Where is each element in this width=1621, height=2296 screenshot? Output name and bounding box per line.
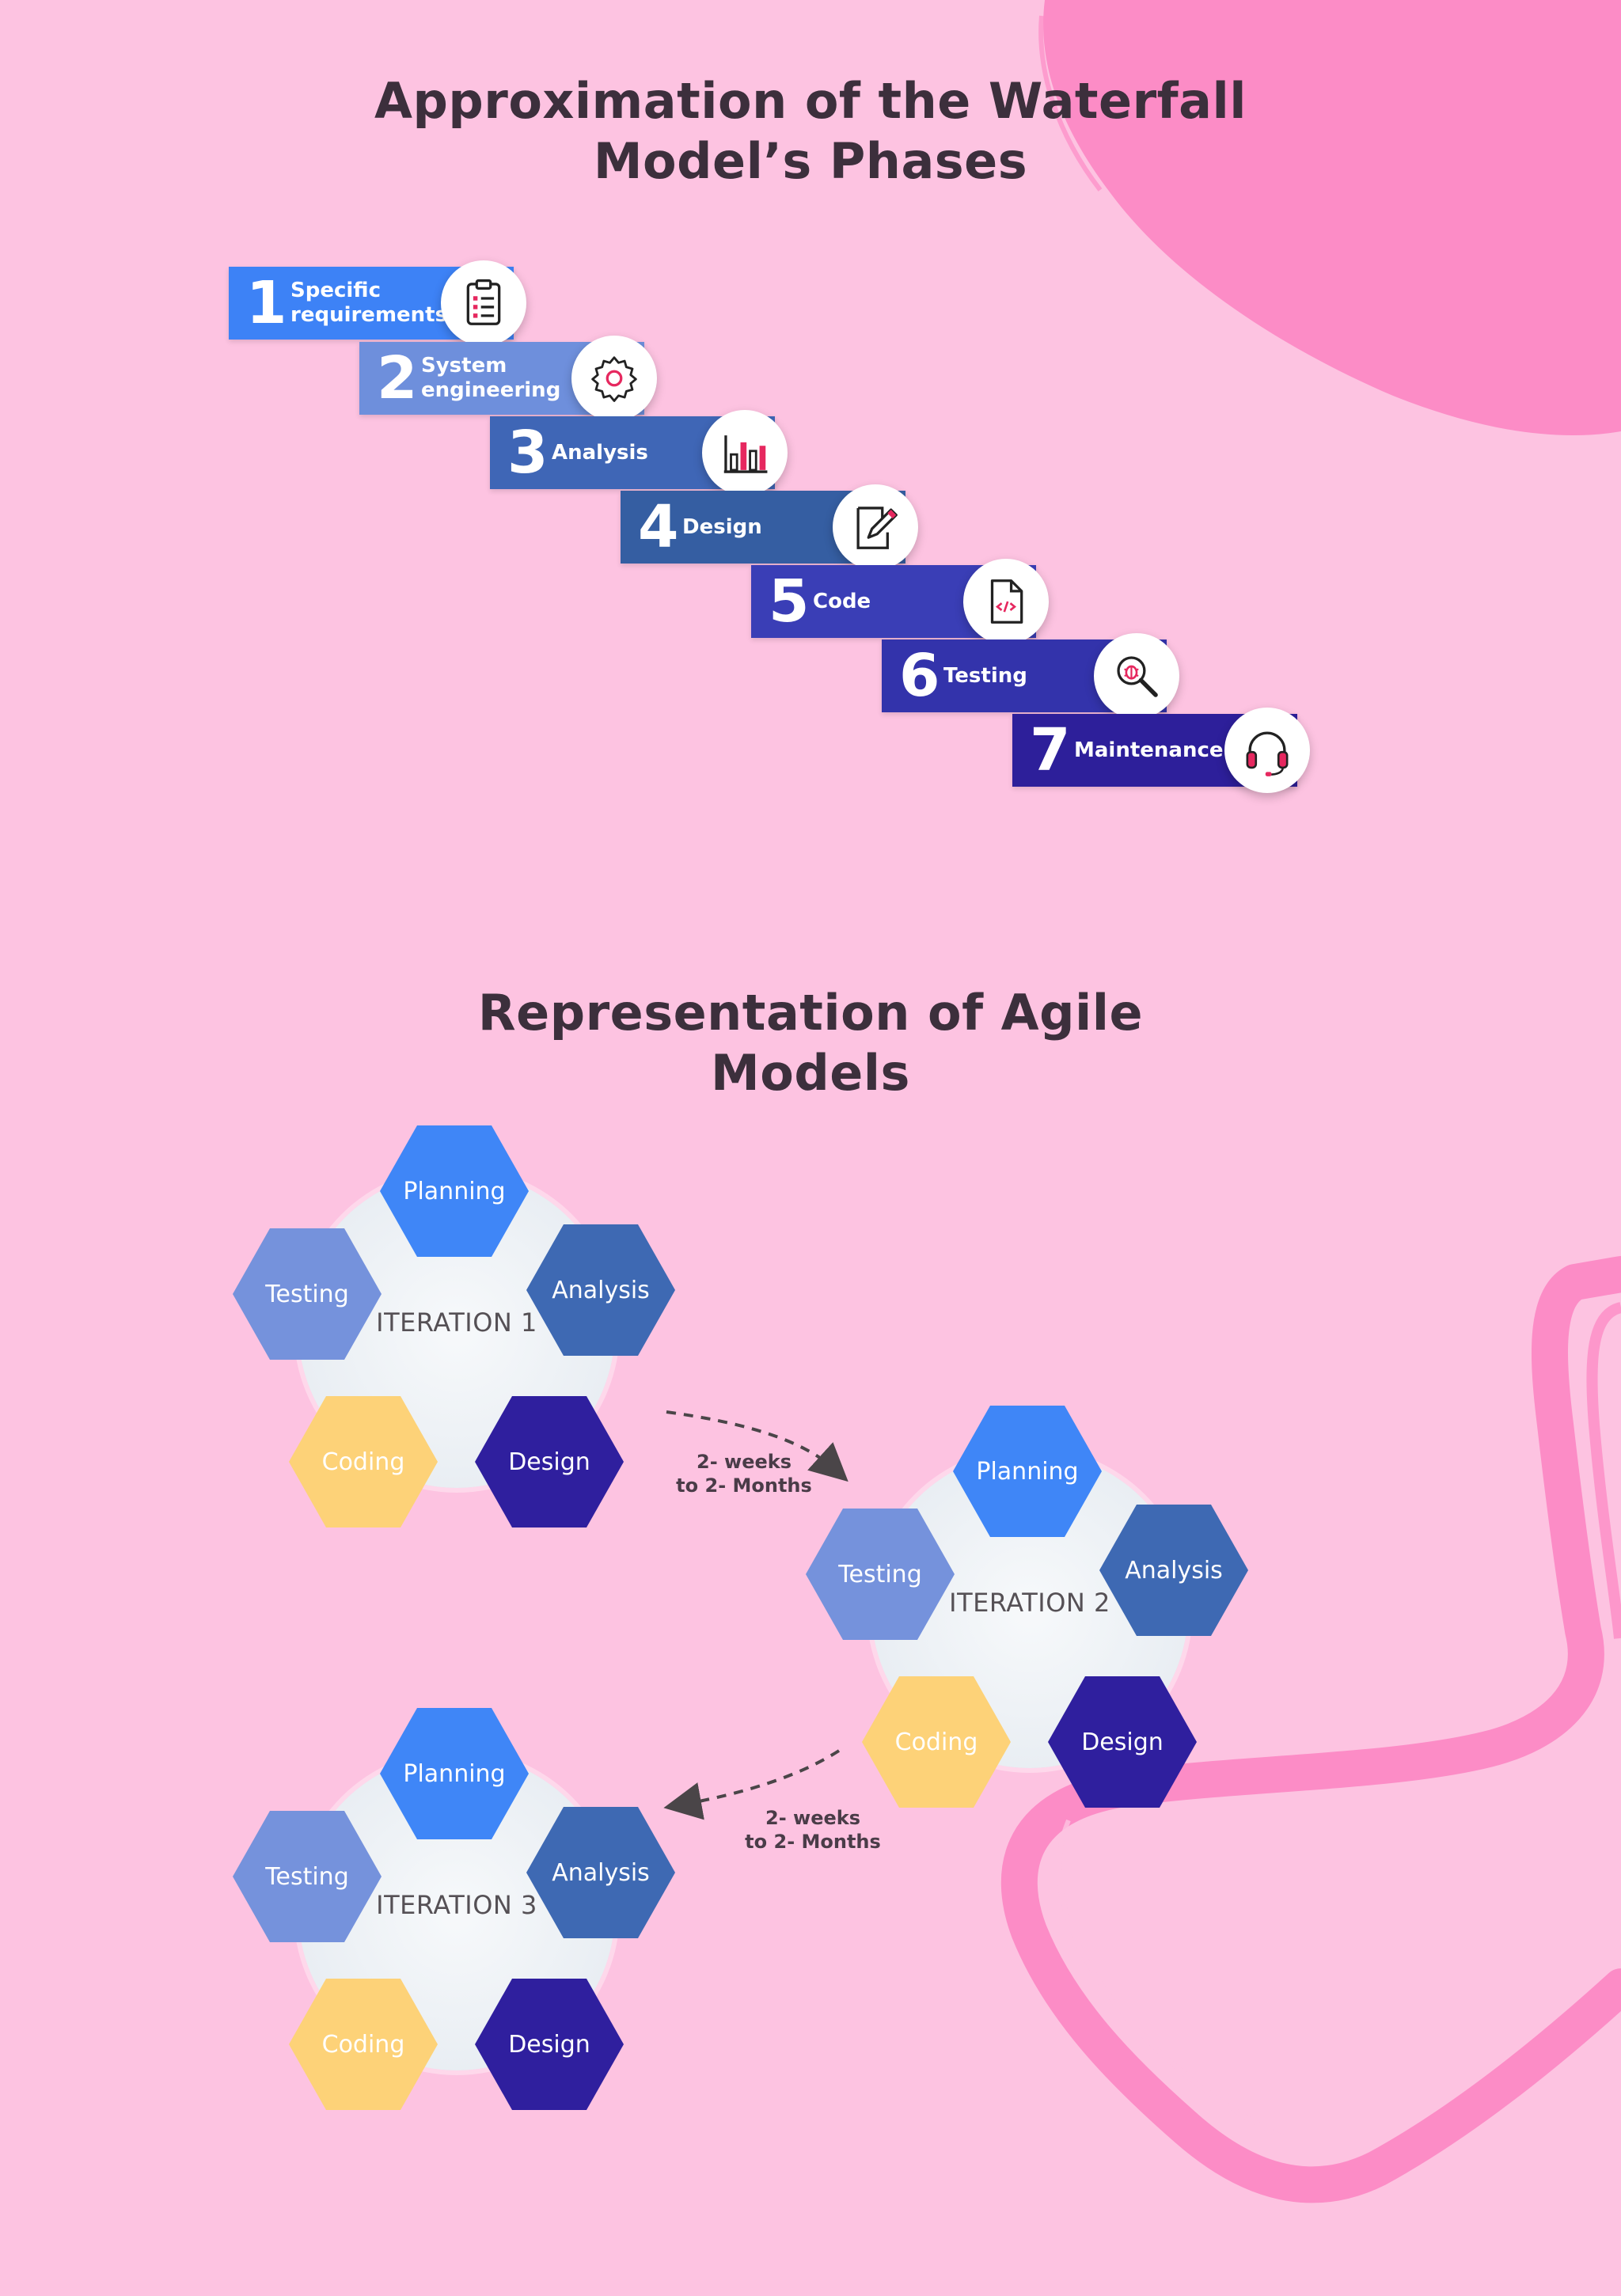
step-label: Analysis	[552, 416, 710, 489]
hex-planning: Planning	[953, 1406, 1102, 1537]
hex-design: Design	[1048, 1676, 1197, 1808]
arrow-label-line1: 2- weeks	[697, 1451, 792, 1473]
step-number: 5	[769, 567, 810, 636]
step-label-line2: engineering	[421, 378, 561, 402]
iteration-label: ITERATION 3	[376, 1890, 537, 1920]
arrow-label-line2: to 2- Months	[676, 1474, 812, 1497]
bar-chart-icon	[702, 410, 788, 495]
step-label: Design	[682, 491, 841, 564]
hex-planning: Planning	[380, 1708, 529, 1839]
pink-ribbon-outline	[1586, 1302, 1621, 1639]
waterfall-step-2: 2 System engineering	[359, 336, 657, 421]
iteration-1: ITERATION 1 Planning Analysis Design Cod…	[233, 1124, 678, 1535]
waterfall-title: Approximation of the Waterfall Model’s P…	[0, 71, 1621, 192]
step-label: Code	[813, 565, 971, 638]
step-label-line1: Analysis	[552, 440, 648, 465]
code-file-icon	[963, 559, 1049, 644]
iteration-label: ITERATION 2	[949, 1588, 1110, 1618]
hex-testing: Testing	[233, 1811, 382, 1942]
step-number: 3	[507, 419, 549, 487]
pink-blob	[1043, 0, 1621, 435]
step-label: Testing	[943, 639, 1102, 712]
hex-coding: Coding	[289, 1979, 438, 2110]
step-number: 7	[1030, 716, 1071, 784]
step-label: Maintenance	[1074, 714, 1232, 787]
arrow-label-line2: to 2- Months	[745, 1831, 881, 1853]
hex-design: Design	[475, 1979, 624, 2110]
waterfall-step-5: 5 Code	[751, 559, 1049, 644]
iteration-2: ITERATION 2 Planning Analysis Design Cod…	[806, 1404, 1251, 1816]
step-label-line1: Maintenance	[1074, 738, 1224, 762]
bug-search-icon	[1094, 633, 1179, 719]
step-number: 6	[899, 642, 940, 710]
step-label: Specific requirements	[290, 267, 449, 340]
agile-title: Representation of Agile Models	[0, 983, 1621, 1103]
step-label-line1: Testing	[943, 663, 1027, 688]
gear-icon	[571, 336, 657, 421]
hex-coding: Coding	[862, 1676, 1011, 1808]
iteration-label: ITERATION 1	[376, 1307, 537, 1338]
arrow-label-1: 2- weeks to 2- Months	[665, 1450, 823, 1497]
arrow-label-line1: 2- weeks	[765, 1807, 860, 1829]
hex-analysis: Analysis	[1099, 1505, 1248, 1636]
hex-analysis: Analysis	[526, 1807, 675, 1938]
step-number: 4	[638, 493, 679, 561]
step-number: 1	[246, 269, 287, 337]
agile-title-line2: Models	[711, 1044, 910, 1102]
agile-title-line1: Representation of Agile	[477, 984, 1144, 1042]
step-label-line1: Design	[682, 514, 762, 539]
blob-brush-edge	[1038, 15, 1103, 192]
arrow-label-2: 2- weeks to 2- Months	[734, 1806, 892, 1854]
step-label-line1: Specific	[290, 279, 381, 302]
hex-testing: Testing	[806, 1509, 955, 1640]
step-label: System engineering	[421, 342, 579, 415]
waterfall-step-6: 6 Testing	[882, 633, 1179, 719]
step-number: 2	[377, 344, 418, 412]
step-label-line1: System	[421, 354, 507, 378]
step-label-line1: Code	[813, 589, 871, 613]
waterfall-title-line2: Model’s Phases	[593, 132, 1028, 190]
edit-document-icon	[833, 484, 918, 570]
iteration-3: ITERATION 3 Planning Analysis Design Cod…	[233, 1706, 678, 2118]
pink-ribbon-stroke	[1057, 1819, 1284, 2139]
waterfall-step-1: 1 Specific requirements	[229, 260, 526, 346]
headset-icon	[1224, 708, 1310, 793]
waterfall-step-4: 4 Design	[621, 484, 918, 570]
waterfall-title-line1: Approximation of the Waterfall	[374, 72, 1247, 130]
clipboard-icon	[441, 260, 526, 346]
waterfall-step-7: 7 Maintenance	[1012, 708, 1310, 793]
step-label-line2: requirements	[290, 303, 448, 327]
waterfall-step-3: 3 Analysis	[490, 410, 788, 495]
